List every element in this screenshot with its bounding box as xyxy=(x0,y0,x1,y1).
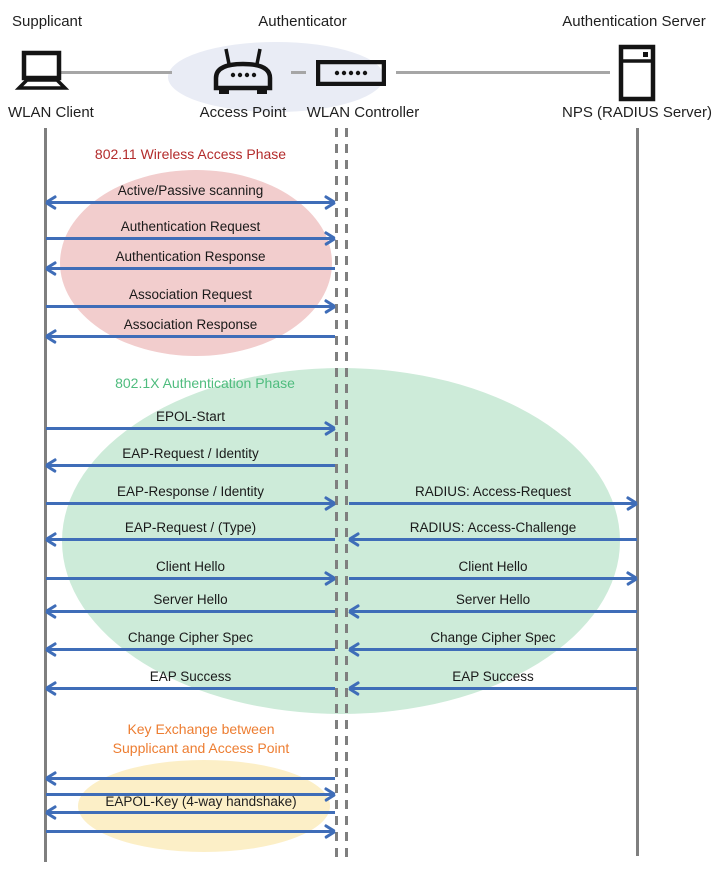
message-label: Client Hello xyxy=(155,559,226,574)
message-change-cipher-spec-left: Change Cipher Spec xyxy=(46,630,335,651)
arrow-right xyxy=(46,577,335,580)
handshake-arrow-4-right xyxy=(46,830,335,833)
arrow-left xyxy=(46,267,335,270)
message-label: EAP Success xyxy=(149,669,232,684)
arrow-right xyxy=(349,577,637,580)
arrow-left xyxy=(349,687,637,690)
message-label: Association Response xyxy=(123,317,258,332)
nps-server-label: NPS (RADIUS Server) xyxy=(561,104,713,121)
arrow-left xyxy=(349,610,637,613)
message-association-request: Association Request xyxy=(46,287,335,308)
access-point-label: Access Point xyxy=(199,104,287,121)
message-label: EPOL-Start xyxy=(155,409,226,424)
arrow-right xyxy=(46,427,335,430)
supplicant-lifeline xyxy=(44,128,47,862)
wlan-controller-label: WLAN Controller xyxy=(306,104,420,121)
wlan-client-label: WLAN Client xyxy=(8,104,94,121)
connector-client-ap xyxy=(60,71,172,74)
message-label: EAP-Request / Identity xyxy=(122,446,259,461)
supplicant-role-label: Supplicant xyxy=(12,13,83,30)
message-server-hello-right: Server Hello xyxy=(349,592,637,613)
arrow-right xyxy=(349,502,637,505)
arrow-left xyxy=(349,648,637,651)
auth-server-role-label: Authentication Server xyxy=(562,13,706,30)
handshake-arrow-3-left xyxy=(46,811,335,814)
arrow-right xyxy=(46,237,335,240)
message-label: EAP-Response / Identity xyxy=(116,484,265,499)
message-authentication-response: Authentication Response xyxy=(46,249,335,270)
authenticator-highlight-ellipse xyxy=(168,42,384,112)
message-eap-success-right: EAP Success xyxy=(349,669,637,690)
message-eap-response-identity: EAP-Response / Identity xyxy=(46,484,335,505)
message-label: Authentication Response xyxy=(115,249,266,264)
message-epol-start: EPOL-Start xyxy=(46,409,335,430)
message-radius-access-challenge: RADIUS: Access-Challenge xyxy=(349,520,637,541)
message-label: RADIUS: Access-Challenge xyxy=(409,520,577,535)
phase2-title: 802.1X Authentication Phase xyxy=(115,375,295,391)
message-authentication-request: Authentication Request xyxy=(46,219,335,240)
arrow-left xyxy=(46,464,335,467)
arrow-right xyxy=(46,305,335,308)
message-eap-request-identity: EAP-Request / Identity xyxy=(46,446,335,467)
handshake-arrow-2-right xyxy=(46,793,335,796)
message-label: EAP Success xyxy=(452,669,534,684)
arrow-left xyxy=(46,335,335,338)
connector-controller-server xyxy=(396,71,610,74)
laptop-icon xyxy=(10,50,72,92)
message-label: Server Hello xyxy=(153,592,228,607)
arrow-left xyxy=(46,687,335,690)
wlan-controller-icon xyxy=(316,60,386,86)
eapol-key-label: EAPOL-Key (4-way handshake) xyxy=(105,794,297,809)
message-server-hello-left: Server Hello xyxy=(46,592,335,613)
controller-lifeline-dashed-1 xyxy=(335,128,338,860)
controller-lifeline-dashed-2 xyxy=(345,128,348,860)
server-lifeline xyxy=(636,128,639,856)
message-eap-request-type: EAP-Request / (Type) xyxy=(46,520,335,541)
message-label: Change Cipher Spec xyxy=(127,630,254,645)
message-change-cipher-spec-right: Change Cipher Spec xyxy=(349,630,637,651)
message-label: Authentication Request xyxy=(120,219,261,234)
arrow-left xyxy=(349,538,637,541)
message-label: Association Request xyxy=(128,287,253,302)
message-eap-success-left: EAP Success xyxy=(46,669,335,690)
message-client-hello-left: Client Hello xyxy=(46,559,335,580)
message-client-hello-right: Client Hello xyxy=(349,559,637,580)
message-label: Change Cipher Spec xyxy=(430,630,556,645)
message-label: RADIUS: Access-Request xyxy=(414,484,572,499)
arrow-left xyxy=(46,648,335,651)
message-association-response: Association Response xyxy=(46,317,335,338)
message-label: Active/Passive scanning xyxy=(117,183,264,198)
access-point-icon xyxy=(208,46,278,98)
phase1-title: 802.11 Wireless Access Phase xyxy=(94,146,287,162)
phase3-ellipse xyxy=(78,760,330,852)
message-radius-access-request: RADIUS: Access-Request xyxy=(349,484,637,505)
authenticator-role-label: Authenticator xyxy=(258,13,347,30)
phase2-ellipse xyxy=(62,368,620,714)
message-label: EAP-Request / (Type) xyxy=(124,520,257,535)
message-label: Client Hello xyxy=(458,559,528,574)
arrow-both xyxy=(46,201,335,204)
phase3-title-line1: Key Exchange between xyxy=(127,721,275,737)
message-active-passive-scanning: Active/Passive scanning xyxy=(46,183,335,204)
arrow-left xyxy=(46,538,335,541)
phase3-title-line2: Supplicant and Access Point xyxy=(112,740,290,756)
connector-ap-controller xyxy=(291,71,306,74)
arrow-left xyxy=(46,610,335,613)
message-label: Server Hello xyxy=(455,592,531,607)
arrow-right xyxy=(46,502,335,505)
handshake-arrow-1-left xyxy=(46,777,335,780)
server-icon xyxy=(618,44,656,102)
